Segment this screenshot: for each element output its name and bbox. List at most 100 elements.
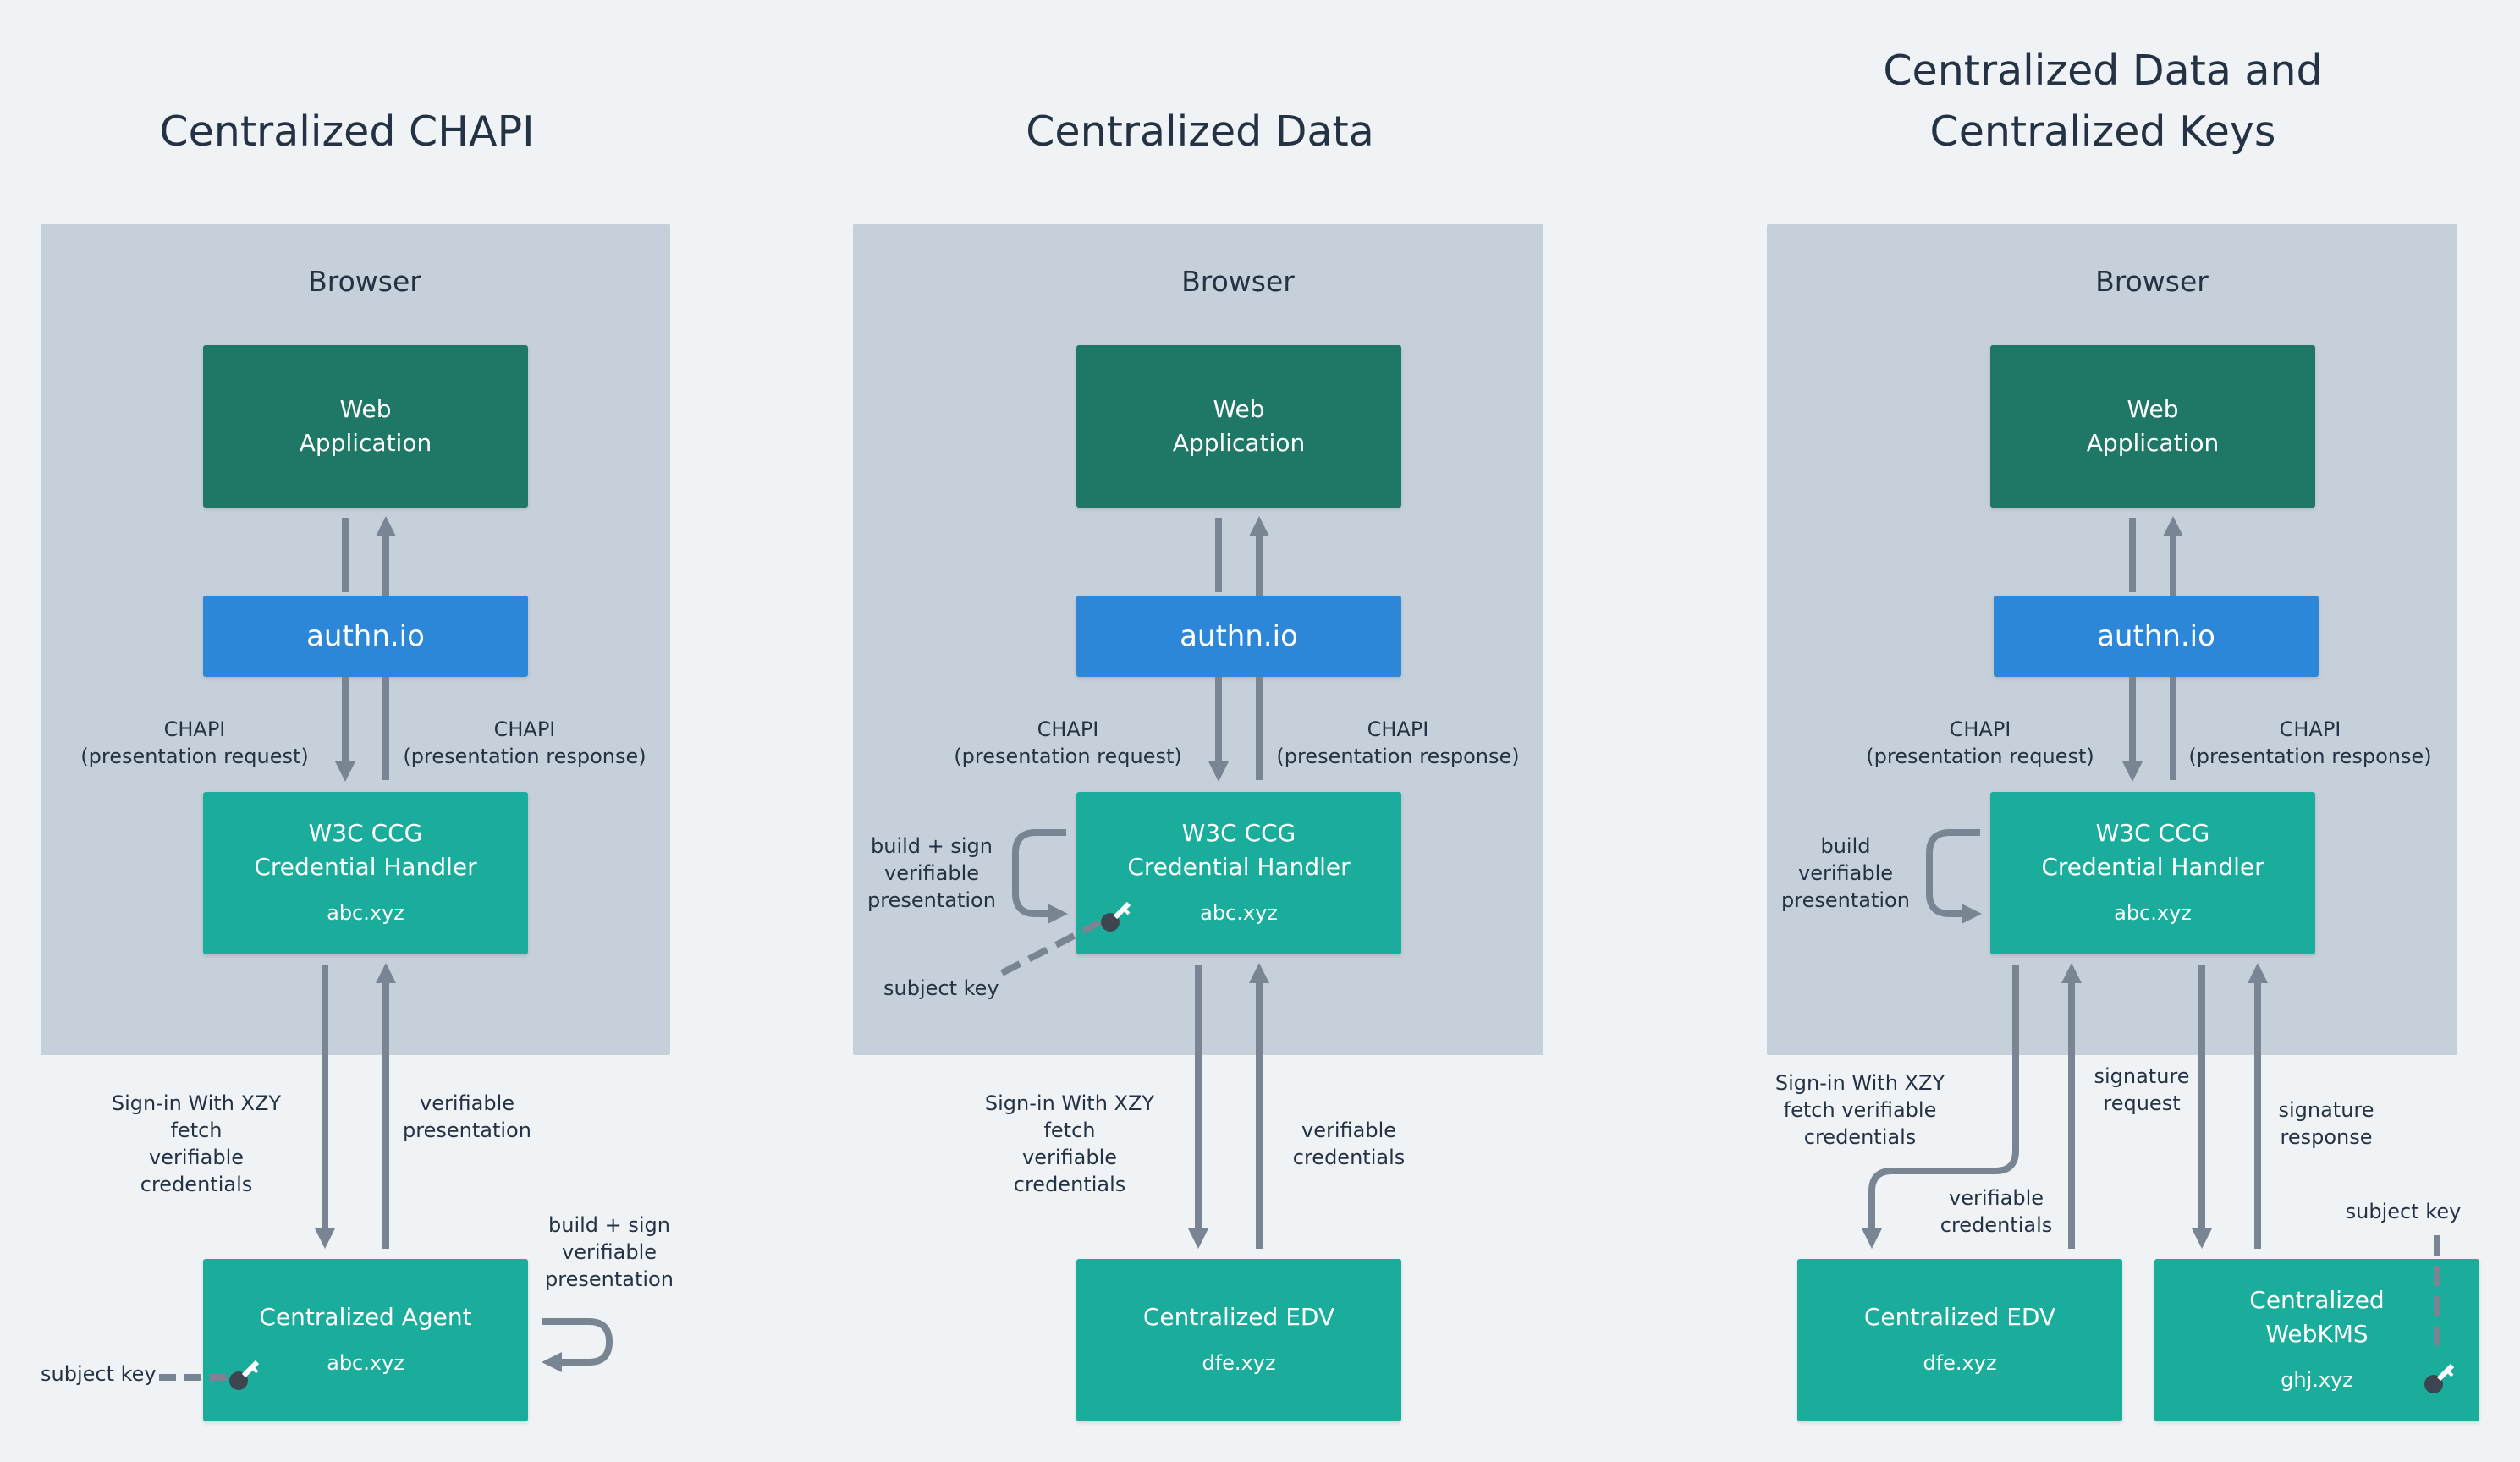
- build-sign-line-1: build + sign: [871, 834, 993, 858]
- chapi-request-line-2: (presentation request): [80, 745, 309, 768]
- web-application-2: Web Application: [1076, 345, 1401, 508]
- handler-domain: abc.xyz: [2114, 901, 2192, 925]
- signin-line-4: credentials: [1013, 1173, 1126, 1196]
- build-line-1: build: [1820, 834, 1871, 858]
- web-application-line-2: Application: [1172, 429, 1306, 457]
- centralized-agent: Centralized Agent abc.xyz: [203, 1259, 528, 1421]
- chapi-request-line-2: (presentation request): [1866, 745, 2094, 768]
- chapi-response-label-1: CHAPI (presentation response): [398, 716, 652, 770]
- signin-line-1: Sign-in With XZY: [111, 1091, 282, 1115]
- vc-label-3: verifiable credentials: [1916, 1184, 2077, 1239]
- subject-key-dash-2: [1000, 919, 1102, 976]
- web-application-line-1: Web: [339, 395, 392, 423]
- chapi-response-line-2: (presentation response): [1276, 745, 1520, 768]
- vp-line-2: presentation: [403, 1118, 531, 1142]
- build-sign-line-3: presentation: [545, 1267, 674, 1291]
- chapi-response-line-1: CHAPI: [1367, 717, 1429, 741]
- arrow-loop-agent: [542, 1318, 613, 1372]
- chapi-request-label-2: CHAPI (presentation request): [941, 716, 1195, 770]
- web-application-line-2: Application: [2086, 429, 2220, 457]
- signin-label-2: Sign-in With XZY fetch verifiable creden…: [968, 1090, 1171, 1198]
- signin-line-3: credentials: [1803, 1125, 1917, 1149]
- authn-io-2: authn.io: [1076, 596, 1401, 677]
- arrow-signin-3: [1862, 965, 2019, 1249]
- title-centralized-data-keys: Centralized Data and Centralized Keys: [1849, 41, 2357, 162]
- sig-response-line-1: signature: [2278, 1098, 2374, 1122]
- signin-line-4: credentials: [140, 1173, 253, 1196]
- build-label-3: build verifiable presentation: [1774, 833, 1918, 914]
- sig-request-line-1: signature: [2094, 1064, 2190, 1088]
- key-icon: [229, 1360, 260, 1390]
- build-sign-label-2: build + sign verifiable presentation: [860, 833, 1004, 914]
- handler-domain: abc.xyz: [1200, 901, 1278, 925]
- kms-line-1: Centralized: [2249, 1286, 2385, 1314]
- subject-key-label-1: subject key: [41, 1362, 157, 1386]
- vc-line-1: verifiable: [1949, 1186, 2044, 1210]
- arrow-loop-handler-2: [1012, 829, 1068, 924]
- browser-label-2: Browser: [1181, 265, 1295, 298]
- signin-label-1: Sign-in With XZY fetch verifiable creden…: [95, 1090, 298, 1198]
- web-application-3: Web Application: [1990, 345, 2315, 508]
- agent-domain: abc.xyz: [327, 1351, 404, 1375]
- build-sign-line-3: presentation: [867, 888, 996, 912]
- key-icon: [2424, 1363, 2455, 1393]
- signin-line-2: fetch verifiable: [1783, 1098, 1937, 1122]
- handler-domain: abc.xyz: [327, 901, 404, 925]
- web-application-line-2: Application: [299, 429, 432, 457]
- centralized-edv-3: Centralized EDV dfe.xyz: [1797, 1259, 2122, 1421]
- centralized-webkms: Centralized WebKMS ghj.xyz: [2154, 1259, 2479, 1421]
- edv-domain: dfe.xyz: [1202, 1351, 1276, 1375]
- chapi-response-line-2: (presentation response): [403, 745, 647, 768]
- centralized-edv-2: Centralized EDV dfe.xyz: [1076, 1259, 1401, 1421]
- credential-handler-3: W3C CCG Credential Handler abc.xyz: [1990, 792, 2315, 954]
- chapi-response-label-2: CHAPI (presentation response): [1271, 716, 1525, 770]
- build-sign-line-2: verifiable: [884, 861, 979, 885]
- build-sign-label-1: build + sign verifiable presentation: [525, 1212, 694, 1293]
- chapi-request-label-3: CHAPI (presentation request): [1853, 716, 2107, 770]
- sig-response-label: signature response: [2271, 1096, 2381, 1151]
- kms-domain: ghj.xyz: [2281, 1368, 2353, 1392]
- chapi-request-line-1: CHAPI: [1949, 717, 2011, 741]
- credential-handler-1: W3C CCG Credential Handler abc.xyz: [203, 792, 528, 954]
- authn-io-1: authn.io: [203, 596, 528, 677]
- signin-line-2: fetch: [1043, 1118, 1096, 1142]
- agent-name: Centralized Agent: [259, 1303, 472, 1331]
- signin-line-2: fetch: [170, 1118, 223, 1142]
- chapi-response-line-1: CHAPI: [2279, 717, 2341, 741]
- signin-line-1: Sign-in With XZY: [984, 1091, 1155, 1115]
- title-centralized-data: Centralized Data: [1026, 107, 1374, 156]
- web-application-1: Web Application: [203, 345, 528, 508]
- subject-key-label-3: subject key: [2345, 1200, 2462, 1223]
- vp-line-1: verifiable: [420, 1091, 514, 1115]
- web-application-line-1: Web: [2127, 395, 2179, 423]
- edv-domain: dfe.xyz: [1923, 1351, 1997, 1375]
- chapi-response-line-2: (presentation response): [2188, 745, 2432, 768]
- key-icon: [1101, 901, 1131, 932]
- sig-request-label: signature request: [2087, 1063, 2197, 1117]
- credential-handler-2: W3C CCG Credential Handler abc.xyz: [1076, 792, 1401, 954]
- handler-line-1: W3C CCG: [2095, 819, 2210, 847]
- edv-name: Centralized EDV: [1863, 1303, 2056, 1331]
- chapi-request-line-2: (presentation request): [954, 745, 1182, 768]
- arrow-loop-handler-3: [1926, 829, 1982, 924]
- subject-key-label-2: subject key: [883, 976, 999, 1000]
- signin-line-3: verifiable: [1022, 1146, 1117, 1169]
- vc-label-2: verifiable credentials: [1264, 1117, 1433, 1171]
- handler-line-1: W3C CCG: [1181, 819, 1296, 847]
- signin-line-3: verifiable: [149, 1146, 244, 1169]
- handler-line-2: Credential Handler: [254, 853, 477, 881]
- build-sign-line-1: build + sign: [548, 1213, 670, 1237]
- signin-line-1: Sign-in With XZY: [1774, 1071, 1945, 1095]
- chapi-request-label-1: CHAPI (presentation request): [68, 716, 322, 770]
- kms-line-2: WebKMS: [2265, 1320, 2369, 1348]
- title-centralized-chapi: Centralized CHAPI: [159, 107, 535, 156]
- vc-line-1: verifiable: [1301, 1118, 1396, 1142]
- build-line-3: presentation: [1781, 888, 1910, 912]
- sig-response-line-2: response: [2280, 1125, 2373, 1149]
- chapi-request-line-1: CHAPI: [163, 717, 226, 741]
- signin-label-3: Sign-in With XZY fetch verifiable creden…: [1758, 1069, 1962, 1151]
- build-line-2: verifiable: [1798, 861, 1893, 885]
- browser-label-1: Browser: [308, 265, 421, 298]
- build-sign-line-2: verifiable: [562, 1240, 657, 1264]
